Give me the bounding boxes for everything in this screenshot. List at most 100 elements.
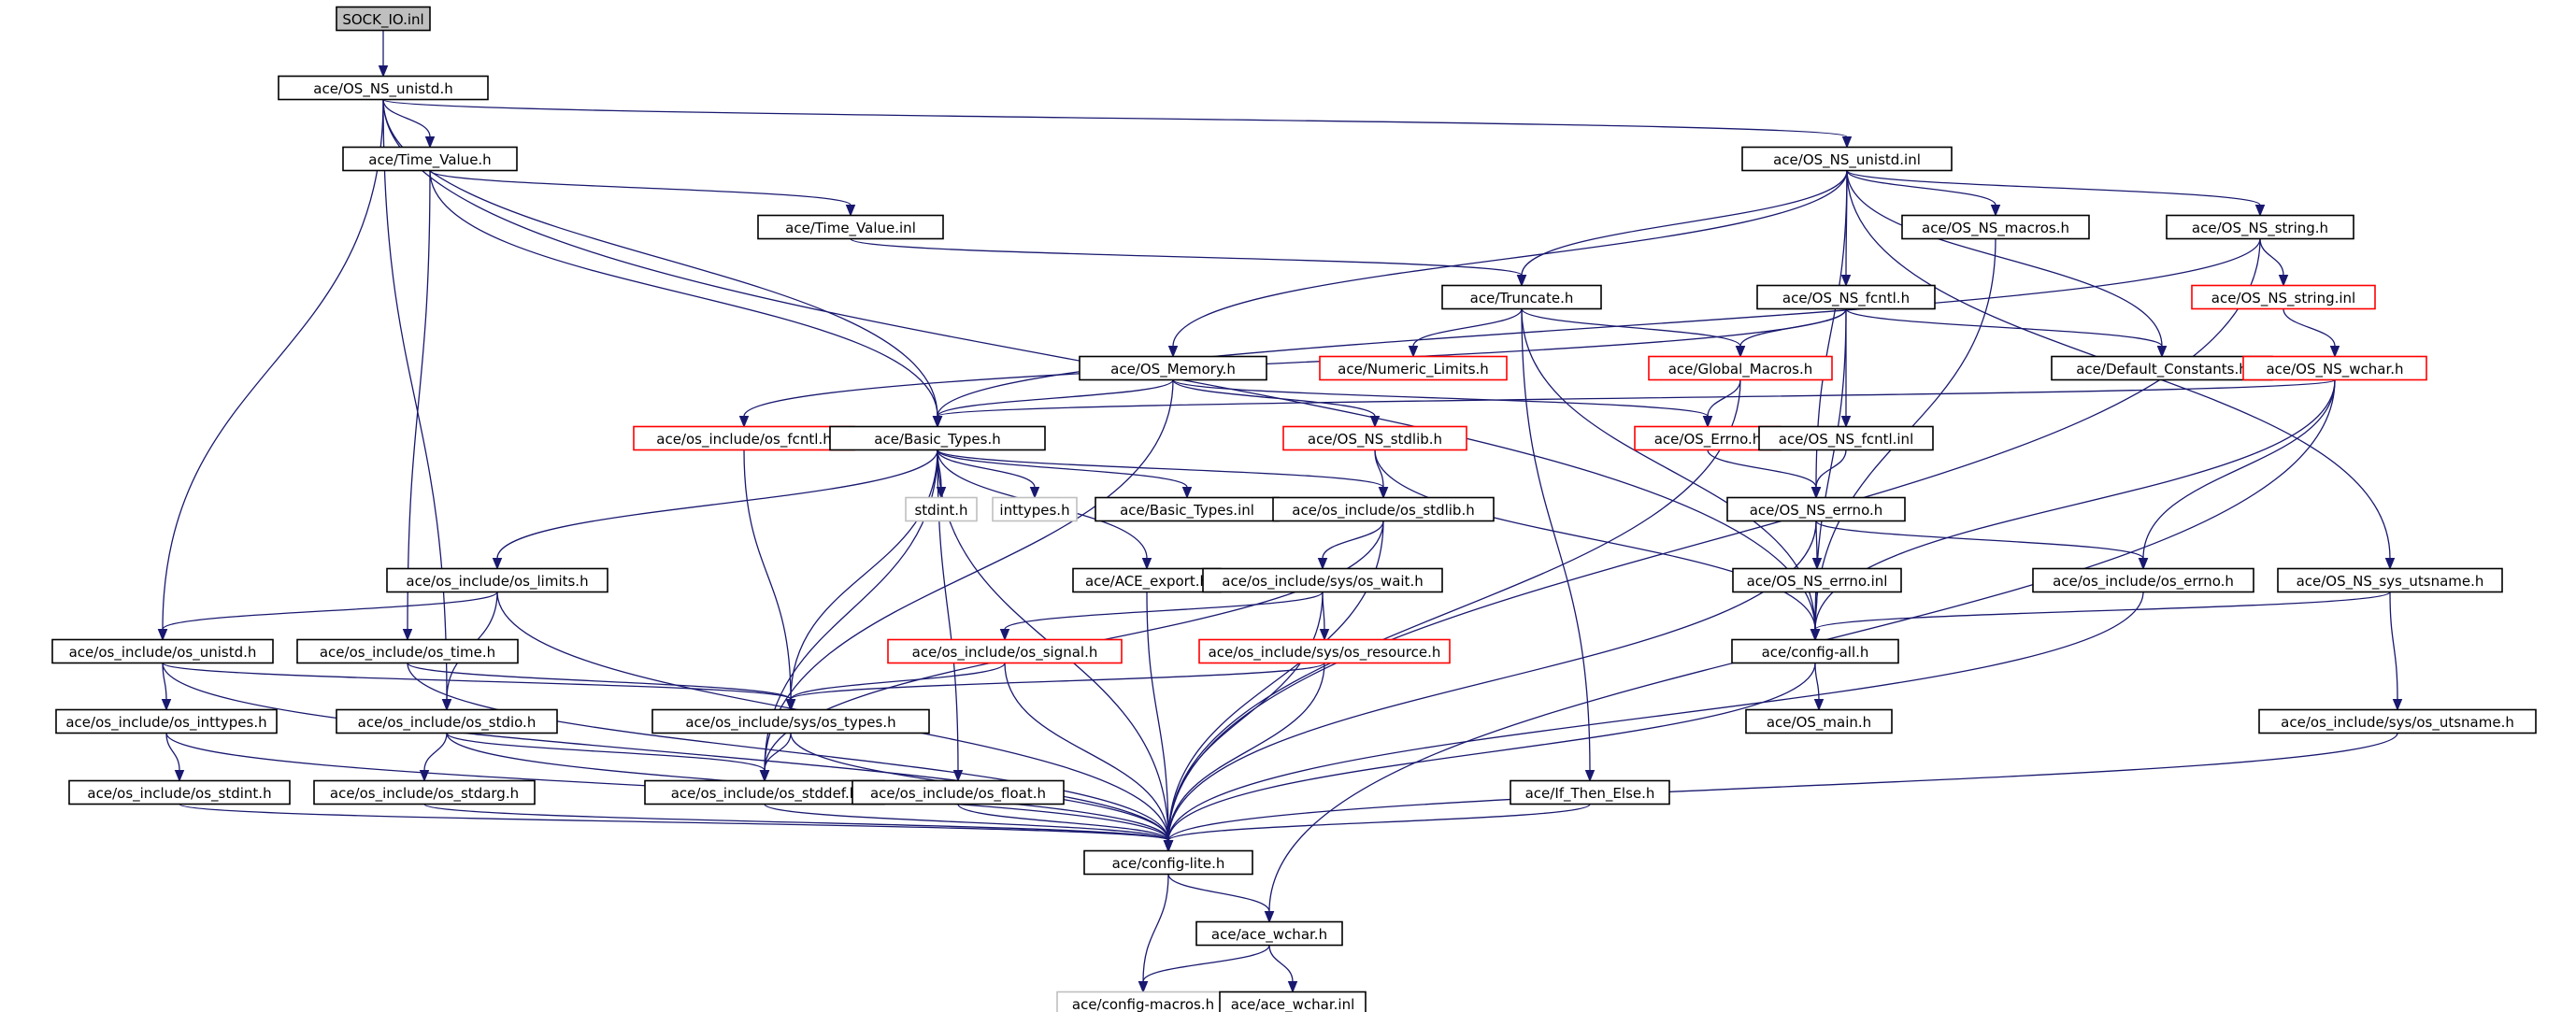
node-label: ace/os_include/os_time.h bbox=[320, 644, 495, 662]
node-ace-os-include-os-stddef-h[interactable]: ace/os_include/os_stddef.h bbox=[644, 779, 885, 805]
node-ace-os-memory-h[interactable]: ace/OS_Memory.h bbox=[1079, 355, 1267, 381]
edge-ace-os-ns-unistd-inl-to-ace-os-memory-h bbox=[1167, 170, 1848, 358]
node-ace-os-include-os-limits-h[interactable]: ace/os_include/os_limits.h bbox=[386, 567, 608, 593]
node-label: ace/os_include/os_fcntl.h bbox=[656, 431, 831, 449]
node-ace-os-include-sys-os-utsname-h[interactable]: ace/os_include/sys/os_utsname.h bbox=[2258, 708, 2537, 734]
node-ace-ace-wchar-inl[interactable]: ace/ace_wchar.inl bbox=[1219, 991, 1367, 1012]
node-ace-basic-types-h[interactable]: ace/Basic_Types.h bbox=[829, 425, 1046, 451]
node-label: ace/OS_NS_string.h bbox=[2192, 220, 2328, 237]
edge-ace-os-include-os-time-h-to-ace-os-include-sys-os-types-h bbox=[407, 662, 796, 711]
edge-ace-os-include-os-stdlib-h-to-ace-os-include-sys-os-wait-h bbox=[1317, 520, 1384, 570]
edge-ace-time-value-h-to-ace-os-include-os-time-h bbox=[402, 170, 431, 641]
node-box bbox=[1195, 920, 1343, 947]
node-ace-os-include-os-time-h[interactable]: ace/os_include/os_time.h bbox=[296, 638, 519, 664]
node-label: ace/os_include/os_stdio.h bbox=[358, 714, 537, 732]
node-box bbox=[852, 779, 1065, 805]
node-ace-time-value-h[interactable]: ace/Time_Value.h bbox=[342, 146, 518, 172]
node-layer: SOCK_IO.inlace/OS_NS_unistd.hace/Time_Va… bbox=[51, 6, 2537, 1012]
node-label: ace/If_Then_Else.h bbox=[1525, 785, 1655, 803]
node-ace-os-ns-string-inl[interactable]: ace/OS_NS_string.inl bbox=[2191, 284, 2376, 310]
node-ace-ace-export-h[interactable]: ace/ACE_export.h bbox=[1072, 567, 1222, 593]
node-ace-os-ns-stdlib-h[interactable]: ace/OS_NS_stdlib.h bbox=[1282, 425, 1467, 451]
node-box bbox=[1732, 567, 1902, 593]
node-box bbox=[1726, 496, 1906, 522]
edge-ace-os-ns-unistd-inl-to-ace-truncate-h bbox=[1516, 170, 1848, 287]
node-ace-default-constants-h[interactable]: ace/Default_Constants.h bbox=[2051, 355, 2273, 381]
node-ace-truncate-h[interactable]: ace/Truncate.h bbox=[1441, 284, 1602, 310]
node-label: ace/os_include/os_stdarg.h bbox=[330, 785, 519, 803]
node-ace-os-include-os-errno-h[interactable]: ace/os_include/os_errno.h bbox=[2032, 567, 2254, 593]
node-ace-os-include-os-stdarg-h[interactable]: ace/os_include/os_stdarg.h bbox=[313, 779, 536, 805]
node-ace-os-ns-fcntl-inl[interactable]: ace/OS_NS_fcntl.inl bbox=[1758, 425, 1934, 451]
node-ace-time-value-inl[interactable]: ace/Time_Value.inl bbox=[757, 214, 944, 240]
node-ace-os-include-sys-os-types-h[interactable]: ace/os_include/sys/os_types.h bbox=[651, 708, 930, 734]
edge-ace-os-ns-unistd-h-to-ace-os-include-os-unistd-h bbox=[157, 99, 384, 641]
node-ace-basic-types-inl[interactable]: ace/Basic_Types.inl bbox=[1095, 496, 1280, 522]
node-box bbox=[336, 708, 558, 734]
node-label: ace/OS_NS_fcntl.h bbox=[1782, 290, 1910, 307]
node-stdint-h[interactable]: stdint.h bbox=[905, 496, 978, 522]
node-label: ace/Time_Value.inl bbox=[785, 220, 916, 237]
node-label: ace/OS_NS_string.inl bbox=[2211, 290, 2355, 307]
node-ace-os-include-os-unistd-h[interactable]: ace/os_include/os_unistd.h bbox=[51, 638, 274, 664]
node-box bbox=[1901, 214, 2090, 240]
edge-ace-os-ns-errno-h-to-ace-os-ns-errno-inl bbox=[1811, 520, 1823, 570]
node-box bbox=[1282, 425, 1467, 451]
node-box bbox=[992, 496, 1078, 522]
node-box bbox=[342, 146, 518, 172]
node-box bbox=[1072, 567, 1222, 593]
node-ace-os-include-sys-os-resource-h[interactable]: ace/os_include/sys/os_resource.h bbox=[1198, 638, 1451, 664]
node-label: ace/config-all.h bbox=[1762, 644, 1869, 661]
edge-ace-os-include-os-stdio-h-to-ace-os-include-os-stdarg-h bbox=[419, 733, 448, 782]
edge-ace-truncate-h-to-ace-if-then-else-h bbox=[1521, 308, 1596, 782]
node-ace-ace-wchar-h[interactable]: ace/ace_wchar.h bbox=[1195, 920, 1343, 947]
node-ace-config-lite-h[interactable]: ace/config-lite.h bbox=[1083, 849, 1253, 876]
node-ace-os-ns-fcntl-h[interactable]: ace/OS_NS_fcntl.h bbox=[1756, 284, 1936, 310]
node-box bbox=[1758, 425, 1934, 451]
node-box bbox=[1095, 496, 1280, 522]
node-ace-config-all-h[interactable]: ace/config-all.h bbox=[1731, 638, 1899, 664]
node-ace-os-ns-sys-utsname-h[interactable]: ace/OS_NS_sys_utsname.h bbox=[2277, 567, 2503, 593]
node-ace-os-ns-unistd-h[interactable]: ace/OS_NS_unistd.h bbox=[278, 75, 489, 101]
node-ace-os-ns-wchar-h[interactable]: ace/OS_NS_wchar.h bbox=[2242, 355, 2427, 381]
node-ace-os-main-h[interactable]: ace/OS_main.h bbox=[1745, 708, 1893, 734]
node-ace-if-then-else-h[interactable]: ace/If_Then_Else.h bbox=[1510, 779, 1670, 805]
node-box bbox=[651, 708, 930, 734]
node-ace-os-ns-string-h[interactable]: ace/OS_NS_string.h bbox=[2166, 214, 2354, 240]
node-ace-os-include-os-signal-h[interactable]: ace/os_include/os_signal.h bbox=[887, 638, 1123, 664]
node-box bbox=[336, 6, 431, 32]
edge-ace-os-include-os-inttypes-h-to-ace-os-include-os-stdint-h bbox=[165, 733, 185, 782]
node-box bbox=[1745, 708, 1893, 734]
node-ace-os-include-os-stdio-h[interactable]: ace/os_include/os_stdio.h bbox=[336, 708, 558, 734]
node-ace-os-include-os-stdlib-h[interactable]: ace/os_include/os_stdlib.h bbox=[1272, 496, 1495, 522]
node-ace-numeric-limits-h[interactable]: ace/Numeric_Limits.h bbox=[1319, 355, 1508, 381]
edge-ace-os-memory-h-to-ace-basic-types-h bbox=[932, 379, 1174, 428]
node-ace-os-ns-errno-h[interactable]: ace/OS_NS_errno.h bbox=[1726, 496, 1906, 522]
node-box bbox=[2277, 567, 2503, 593]
node-label: ace/ace_wchar.h bbox=[1211, 926, 1327, 944]
node-ace-os-ns-macros-h[interactable]: ace/OS_NS_macros.h bbox=[1901, 214, 2090, 240]
node-box bbox=[1219, 991, 1367, 1012]
node-label: ace/OS_NS_macros.h bbox=[1922, 220, 2069, 237]
node-label: ace/os_include/sys/os_types.h bbox=[685, 714, 895, 732]
node-ace-os-include-os-stdint-h[interactable]: ace/os_include/os_stdint.h bbox=[68, 779, 291, 805]
node-ace-os-include-sys-os-wait-h[interactable]: ace/os_include/sys/os_wait.h bbox=[1202, 567, 1443, 593]
node-ace-os-ns-unistd-inl[interactable]: ace/OS_NS_unistd.inl bbox=[1741, 146, 1953, 172]
node-label: ace/os_include/os_stddef.h bbox=[671, 785, 859, 803]
node-ace-os-include-os-fcntl-h[interactable]: ace/os_include/os_fcntl.h bbox=[633, 425, 855, 451]
node-ace-config-macros-h[interactable]: ace/config-macros.h bbox=[1056, 991, 1230, 1012]
node-label: ace/OS_NS_sys_utsname.h bbox=[2297, 573, 2484, 591]
node-ace-os-include-os-inttypes-h[interactable]: ace/os_include/os_inttypes.h bbox=[55, 708, 278, 734]
node-ace-os-include-os-float-h[interactable]: ace/os_include/os_float.h bbox=[852, 779, 1065, 805]
node-label: ace/OS_NS_stdlib.h bbox=[1308, 431, 1442, 449]
node-ace-os-errno-h[interactable]: ace/OS_Errno.h bbox=[1634, 425, 1782, 451]
node-inttypes-h[interactable]: inttypes.h bbox=[992, 496, 1078, 522]
edge-ace-os-ns-stdlib-h-to-ace-os-include-os-stdlib-h bbox=[1374, 449, 1389, 499]
node-label: ace/os_include/sys/os_wait.h bbox=[1222, 573, 1423, 591]
edge-ace-os-include-os-fcntl-h-to-ace-os-include-sys-os-types-h bbox=[743, 449, 796, 711]
node-label: ace/os_include/sys/os_utsname.h bbox=[2281, 714, 2514, 732]
node-label: stdint.h bbox=[914, 502, 967, 519]
edge-ace-basic-types-h-to-inttypes-h bbox=[937, 449, 1040, 499]
node-ace-os-ns-errno-inl[interactable]: ace/OS_NS_errno.inl bbox=[1732, 567, 1902, 593]
node-ace-global-macros-h[interactable]: ace/Global_Macros.h bbox=[1648, 355, 1833, 381]
